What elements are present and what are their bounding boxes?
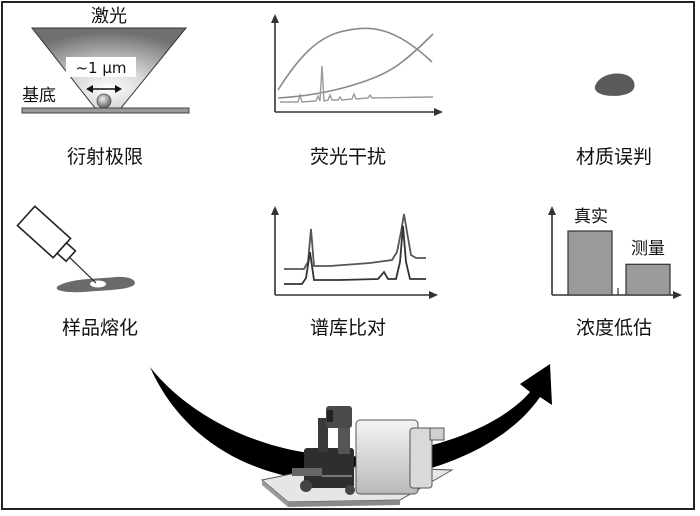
bar-label-measured: 测量 [631, 239, 665, 259]
laser-label: 激光 [91, 6, 127, 27]
library-panel: 谱库比对 [271, 206, 438, 339]
caption-concentration: 浓度低估 [576, 317, 652, 339]
raman-peaks-line [280, 65, 434, 103]
caption-misjudgment: 材质误判 [576, 146, 652, 168]
scale-label-bg [66, 57, 136, 77]
substrate-label: 基底 [22, 86, 56, 106]
substrate-plate [21, 107, 190, 114]
curved-arrow-icon [150, 364, 552, 482]
caption-diffraction: 衍射极限 [67, 146, 143, 168]
laser-spot [90, 280, 106, 288]
raman-microscope-icon [260, 406, 454, 507]
library-axes [271, 206, 438, 299]
misjudgment-panel: 材质误判 [576, 73, 652, 168]
double-arrow-icon [86, 85, 122, 93]
caption-library: 谱库比对 [310, 317, 386, 339]
particle-blob-icon [594, 73, 635, 96]
melting-panel: 样品熔化 [16, 205, 138, 339]
laser-source-icon [16, 205, 77, 263]
library-spectrum-upper [284, 213, 426, 270]
diagram-frame [1, 1, 695, 510]
fluorescence-rising-curve [277, 33, 434, 99]
bar-measured [625, 263, 671, 296]
concentration-bars [567, 230, 671, 296]
diffraction-panel: 激光 ~1 μm 基底 衍射极限 [21, 6, 190, 168]
concentration-panel: 真实 测量 浓度低估 [548, 206, 682, 339]
fluorescence-background-curve [277, 27, 433, 91]
bar-label-true: 真实 [574, 207, 608, 227]
fluorescence-axes [271, 14, 443, 116]
library-spectrum-lower [284, 225, 426, 285]
sample-particle [96, 93, 112, 109]
bar-true [567, 230, 613, 296]
caption-melting: 样品熔化 [62, 317, 138, 339]
scale-label: ~1 μm [75, 59, 126, 77]
caption-fluorescence: 荧光干扰 [310, 146, 386, 168]
fluorescence-panel: 荧光干扰 [271, 14, 443, 168]
